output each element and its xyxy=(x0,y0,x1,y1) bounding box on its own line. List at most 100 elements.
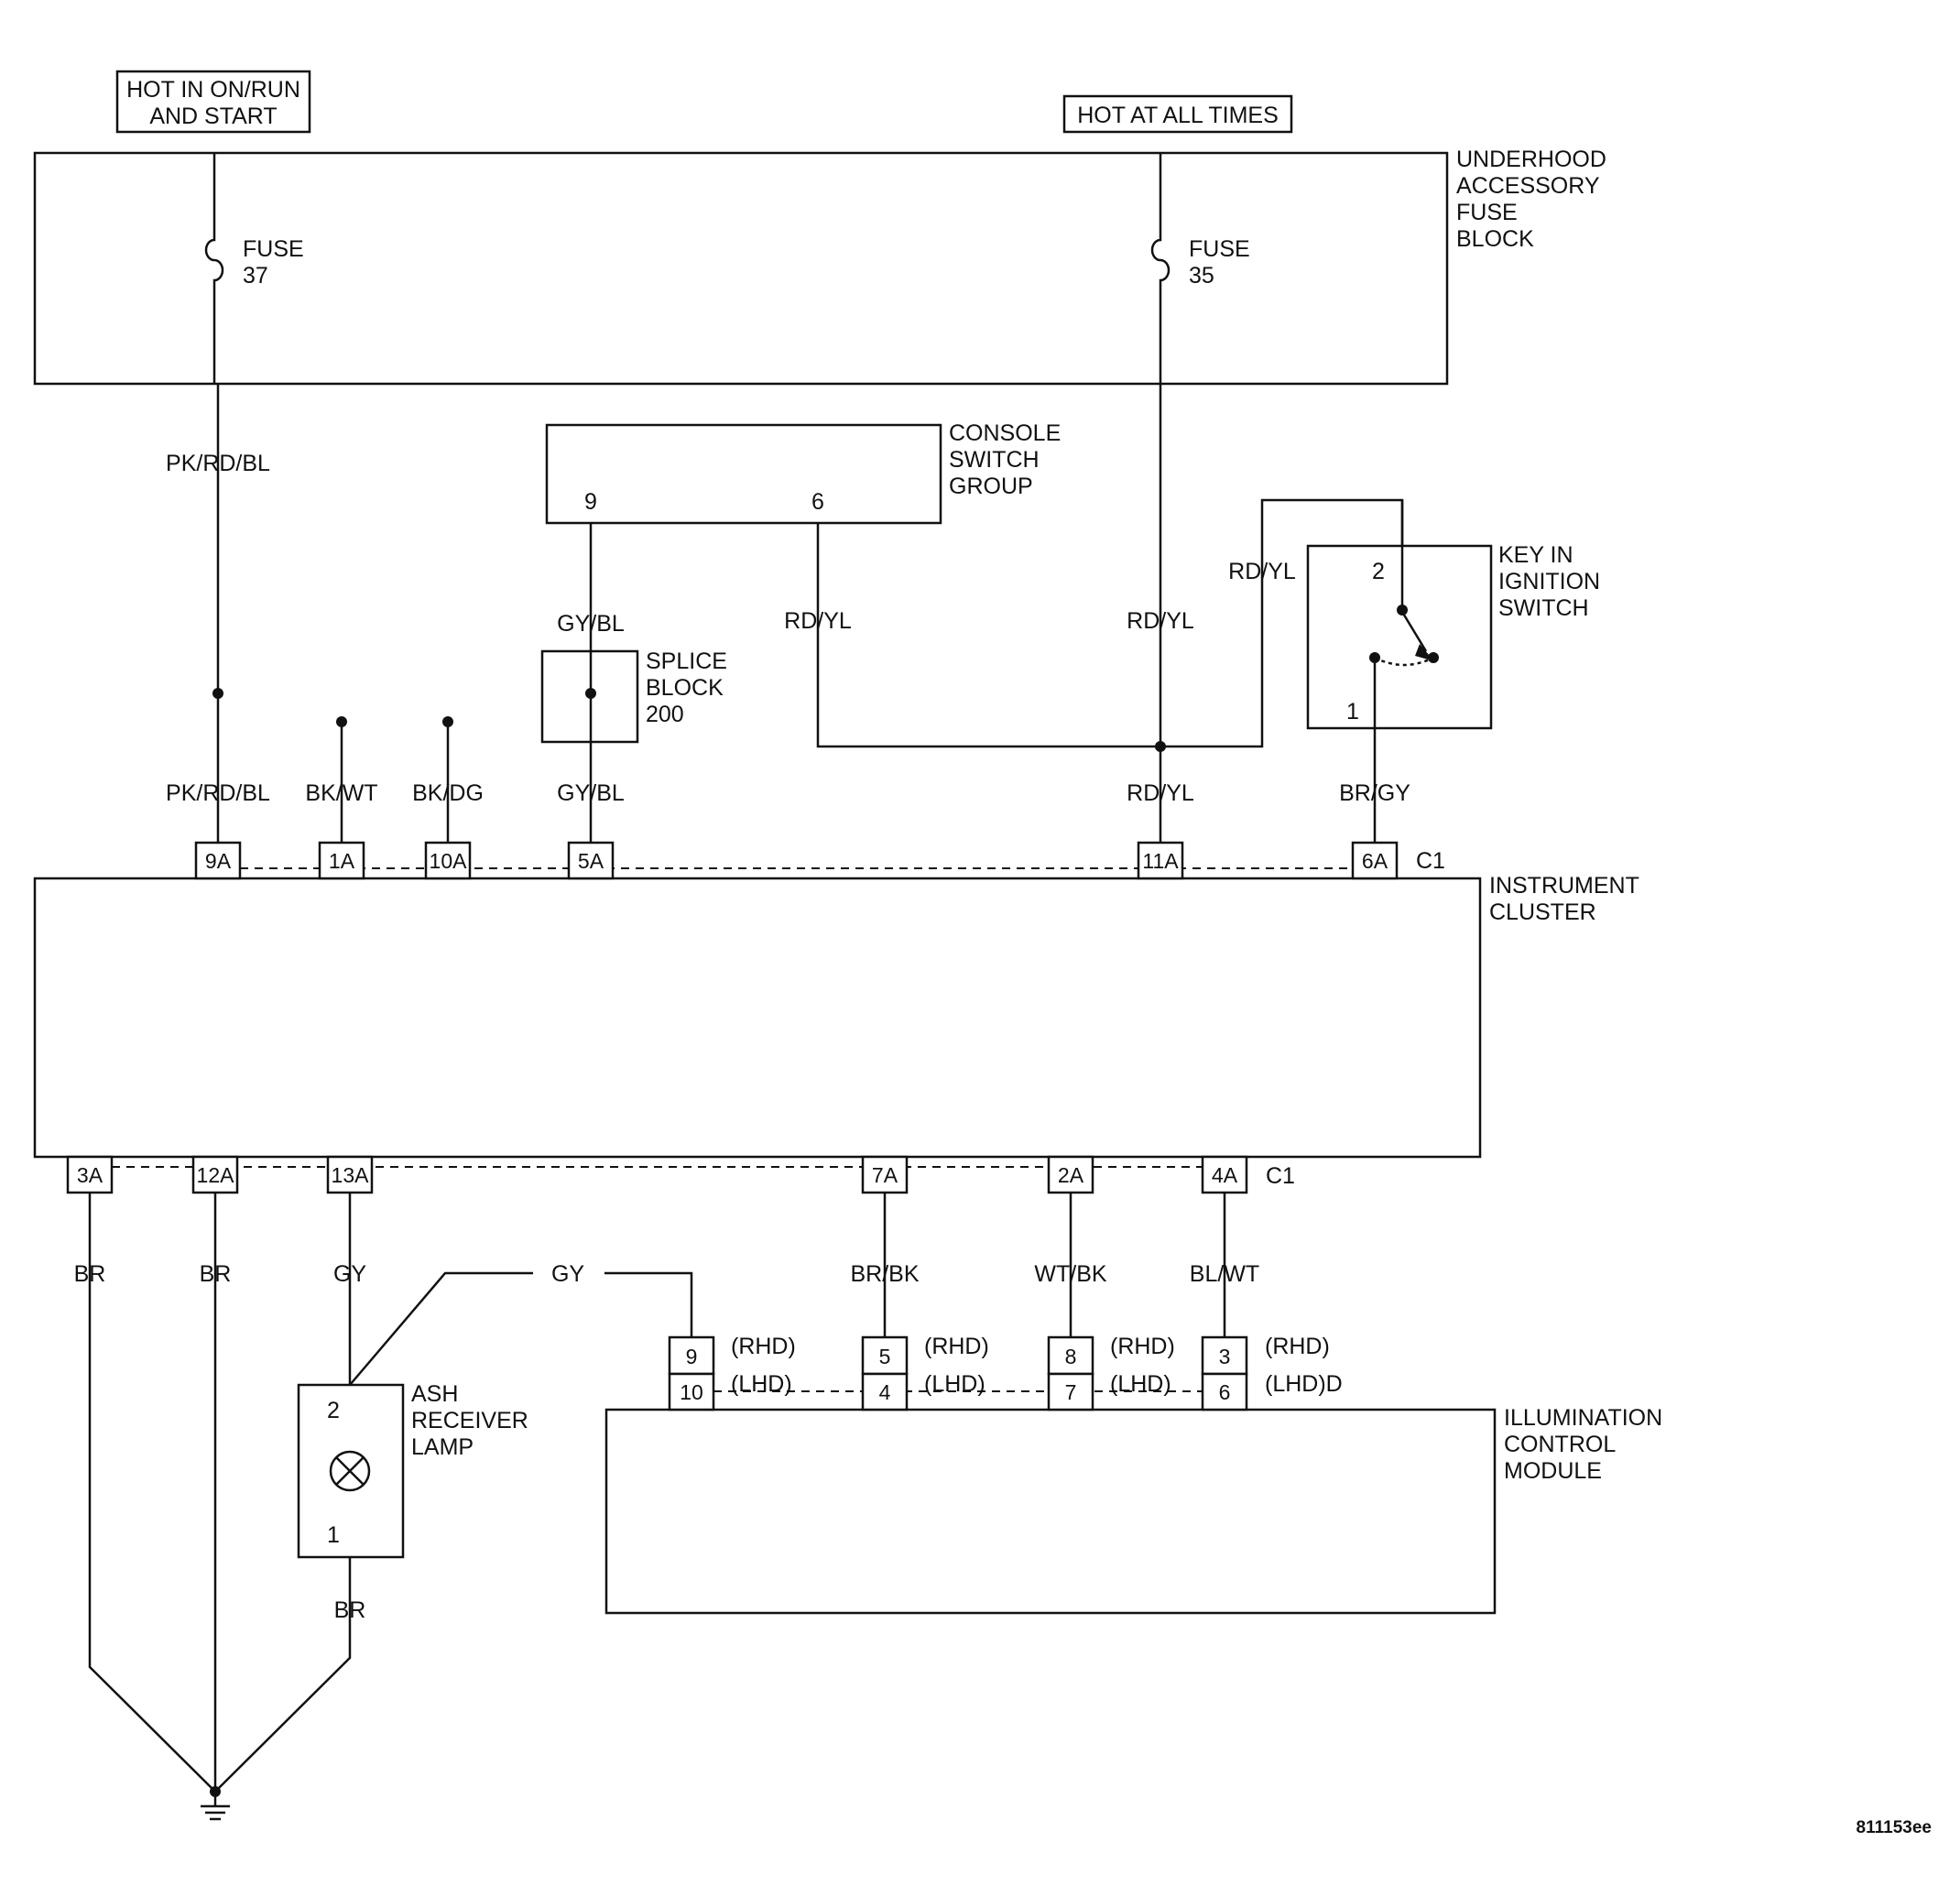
splice-label-1: SPLICE xyxy=(646,648,727,674)
cluster-top-pin-1a: 1A xyxy=(318,841,365,880)
wire-label-4a: BL/WT xyxy=(1190,1261,1259,1287)
svg-text:4A: 4A xyxy=(1212,1163,1238,1187)
wire-label-key-feed: RD/YL xyxy=(1228,559,1296,584)
cluster-top-connector: C1 xyxy=(1416,848,1445,874)
svg-text:11A: 11A xyxy=(1142,849,1179,873)
wire-label-lamp-ground: BR xyxy=(334,1597,366,1623)
module-pin-9-10: 9 10 (RHD) (LHD) xyxy=(668,1334,796,1411)
splice-dot-9a xyxy=(212,688,223,699)
cluster-top-pin-6a: 6A xyxy=(1351,841,1399,880)
underhood-fuse-block: UNDERHOOD ACCESSORY FUSE BLOCK xyxy=(33,147,1606,386)
stub-dot-10a xyxy=(442,716,453,727)
svg-text:(RHD): (RHD) xyxy=(924,1334,989,1359)
svg-text:9: 9 xyxy=(686,1345,698,1368)
svg-text:8: 8 xyxy=(1065,1345,1077,1368)
svg-text:13A: 13A xyxy=(332,1163,370,1187)
svg-text:3A: 3A xyxy=(77,1163,103,1187)
svg-text:(LHD): (LHD) xyxy=(731,1371,792,1397)
figure-id: 811153ee xyxy=(1857,1818,1932,1837)
fuse-35-label: FUSE xyxy=(1189,236,1250,262)
svg-text:6A: 6A xyxy=(1362,849,1388,873)
fuse-block-label-3: FUSE xyxy=(1456,200,1518,225)
console-pin-9: 9 xyxy=(584,489,597,515)
svg-text:12A: 12A xyxy=(197,1163,235,1187)
wire-label-fuse37-out: PK/RD/BL xyxy=(166,451,270,476)
console-label-2: SWITCH xyxy=(949,447,1040,473)
cluster-bottom-pin-7a: 7A xyxy=(861,1155,909,1194)
cluster-top-pin-11a: 11A xyxy=(1137,841,1184,880)
module-label-2: CONTROL xyxy=(1504,1432,1616,1457)
svg-text:(LHD): (LHD) xyxy=(924,1371,985,1397)
instrument-cluster: INSTRUMENT CLUSTER C1 C1 xyxy=(33,848,1639,1189)
hot-in-run-start-label: HOT IN ON/RUN AND START xyxy=(115,70,311,134)
wire-br-3a xyxy=(88,1193,216,1792)
svg-text:4: 4 xyxy=(879,1380,891,1404)
splice-label-3: 200 xyxy=(646,702,684,727)
wire-label-7a: BR/BK xyxy=(850,1261,919,1287)
svg-text:7: 7 xyxy=(1065,1380,1077,1404)
lamp-pin-2: 2 xyxy=(327,1398,340,1423)
lamp-label-1: ASH xyxy=(411,1381,458,1407)
svg-text:6: 6 xyxy=(1219,1380,1231,1404)
cluster-bottom-connector: C1 xyxy=(1266,1163,1295,1189)
console-pin-6: 6 xyxy=(811,489,824,515)
module-label-1: ILLUMINATION xyxy=(1504,1405,1662,1431)
cluster-label-2: CLUSTER xyxy=(1489,899,1596,925)
wire-label-console9: GY/BL xyxy=(557,611,625,637)
svg-text:(LHD): (LHD) xyxy=(1110,1371,1171,1397)
svg-text:(LHD)D: (LHD)D xyxy=(1265,1371,1343,1397)
svg-text:9A: 9A xyxy=(205,849,232,873)
module-pin-3-6: 3 6 (RHD) (LHD)D xyxy=(1201,1334,1343,1411)
fuse-35-number: 35 xyxy=(1189,263,1214,289)
svg-text:(RHD): (RHD) xyxy=(1110,1334,1175,1359)
svg-text:10: 10 xyxy=(680,1380,703,1404)
cluster-label-1: INSTRUMENT xyxy=(1489,873,1639,899)
svg-text:2A: 2A xyxy=(1058,1163,1084,1187)
wire-label-1a: BK/WT xyxy=(305,780,377,806)
wire-label-10a: BK/DG xyxy=(412,780,484,806)
key-pin-1: 1 xyxy=(1346,699,1359,725)
wire-br-lamp-ground xyxy=(214,1557,352,1792)
wire-label-13a: GY xyxy=(333,1261,366,1287)
console-switch-group: 9 6 CONSOLE SWITCH GROUP xyxy=(545,420,1061,525)
module-pin-8-7: 8 7 (RHD) (LHD) xyxy=(1047,1334,1175,1411)
fuse-37: FUSE 37 xyxy=(204,153,304,384)
svg-text:1A: 1A xyxy=(329,849,355,873)
wire-label-3a: BR xyxy=(74,1261,106,1287)
fuse-block-label-2: ACCESSORY xyxy=(1456,173,1600,199)
wire-label-2a: WT/BK xyxy=(1034,1261,1106,1287)
lamp-label-3: LAMP xyxy=(411,1434,474,1460)
wire-gy-branch xyxy=(349,1271,533,1386)
cluster-top-pin-5a: 5A xyxy=(567,841,615,880)
module-label-3: MODULE xyxy=(1504,1458,1602,1484)
wire-label-console6: RD/YL xyxy=(784,608,852,634)
ash-receiver-lamp: 2 1 ASH RECEIVER LAMP xyxy=(297,1381,528,1559)
svg-text:10A: 10A xyxy=(430,849,468,873)
svg-text:(RHD): (RHD) xyxy=(731,1334,796,1359)
wire-label-5a: GY/BL xyxy=(557,780,625,806)
key-pin-2: 2 xyxy=(1372,559,1385,584)
fuse-37-label: FUSE xyxy=(243,236,304,262)
cluster-bottom-pin-2a: 2A xyxy=(1047,1155,1094,1194)
hot-run-line2: AND START xyxy=(149,104,277,129)
key-in-ignition-switch: 2 1 KEY IN IGNITION SWITCH xyxy=(1306,500,1600,843)
svg-text:(RHD): (RHD) xyxy=(1265,1334,1330,1359)
hot-run-line1: HOT IN ON/RUN xyxy=(126,77,300,103)
wire-rd-yl-console xyxy=(816,523,1160,748)
console-label-3: GROUP xyxy=(949,474,1033,499)
module-pin-5-4: 5 4 (RHD) (LHD) xyxy=(861,1334,989,1411)
fuse-35: FUSE 35 xyxy=(1150,153,1250,384)
ground-icon xyxy=(201,1786,230,1821)
wire-gy-branch-right xyxy=(604,1271,693,1337)
splice-block-dot xyxy=(585,688,596,699)
fuse-block-label-1: UNDERHOOD xyxy=(1456,147,1606,172)
cluster-top-pin-10a: 10A xyxy=(424,841,472,880)
key-switch-contact-2 xyxy=(1397,605,1408,616)
svg-text:3: 3 xyxy=(1219,1345,1231,1368)
svg-text:7A: 7A xyxy=(872,1163,898,1187)
illumination-control-module: ILLUMINATION CONTROL MODULE xyxy=(604,1390,1662,1615)
key-label-1: KEY IN xyxy=(1498,542,1573,568)
bulb-icon xyxy=(329,1450,371,1492)
cluster-top-pin-9a: 9A xyxy=(194,841,242,880)
